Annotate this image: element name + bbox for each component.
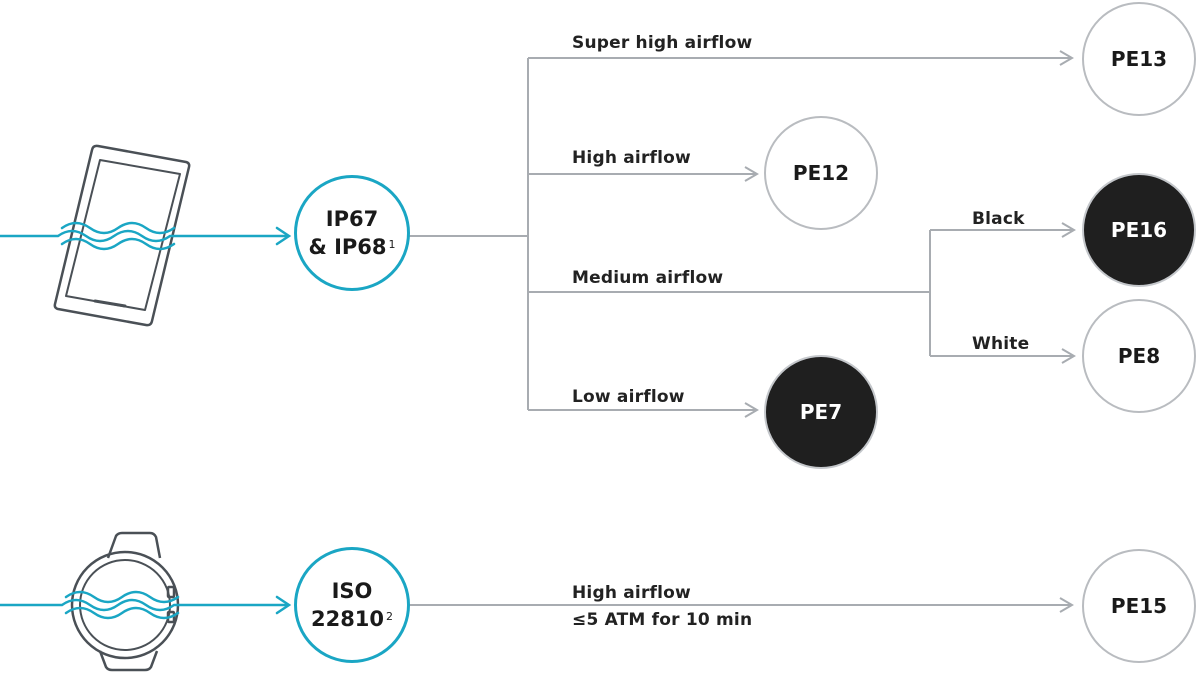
product-node-pe7: PE7 xyxy=(764,355,878,469)
ip-footnote: 1 xyxy=(388,238,396,251)
product-node-pe8: PE8 xyxy=(1082,299,1196,413)
product-label-pe16: PE16 xyxy=(1110,218,1168,242)
iso-standard-line1: ISO xyxy=(331,579,373,603)
product-node-pe15: PE15 xyxy=(1082,549,1196,663)
product-label-pe7: PE7 xyxy=(799,400,843,424)
product-label-pe12: PE12 xyxy=(792,161,850,185)
label-low-airflow: Low airflow xyxy=(572,387,685,407)
water-flow-lines xyxy=(0,221,292,620)
product-node-pe16: PE16 xyxy=(1082,173,1196,287)
label-medium-airflow: Medium airflow xyxy=(572,268,724,288)
label-iso-spec: ≤5 ATM for 10 min xyxy=(572,610,753,630)
iso-footnote: 2 xyxy=(386,610,394,623)
product-node-pe13: PE13 xyxy=(1082,2,1196,116)
connector-lines xyxy=(408,50,1076,613)
label-high-airflow: High airflow xyxy=(572,148,691,168)
label-black: Black xyxy=(972,209,1025,229)
product-label-pe8: PE8 xyxy=(1117,344,1161,368)
ip-standard-line1: IP67 xyxy=(325,207,379,231)
smartphone-icon xyxy=(53,144,191,327)
product-label-pe13: PE13 xyxy=(1110,47,1168,71)
iso-standard-line2: 22810 xyxy=(310,607,385,631)
product-label-pe15: PE15 xyxy=(1110,594,1168,618)
product-node-pe12: PE12 xyxy=(764,116,878,230)
ip-standard-line2: & IP68 xyxy=(308,235,387,259)
label-iso-high-airflow: High airflow xyxy=(572,583,691,603)
label-white: White xyxy=(972,334,1030,354)
label-super-high-airflow: Super high airflow xyxy=(572,33,753,53)
